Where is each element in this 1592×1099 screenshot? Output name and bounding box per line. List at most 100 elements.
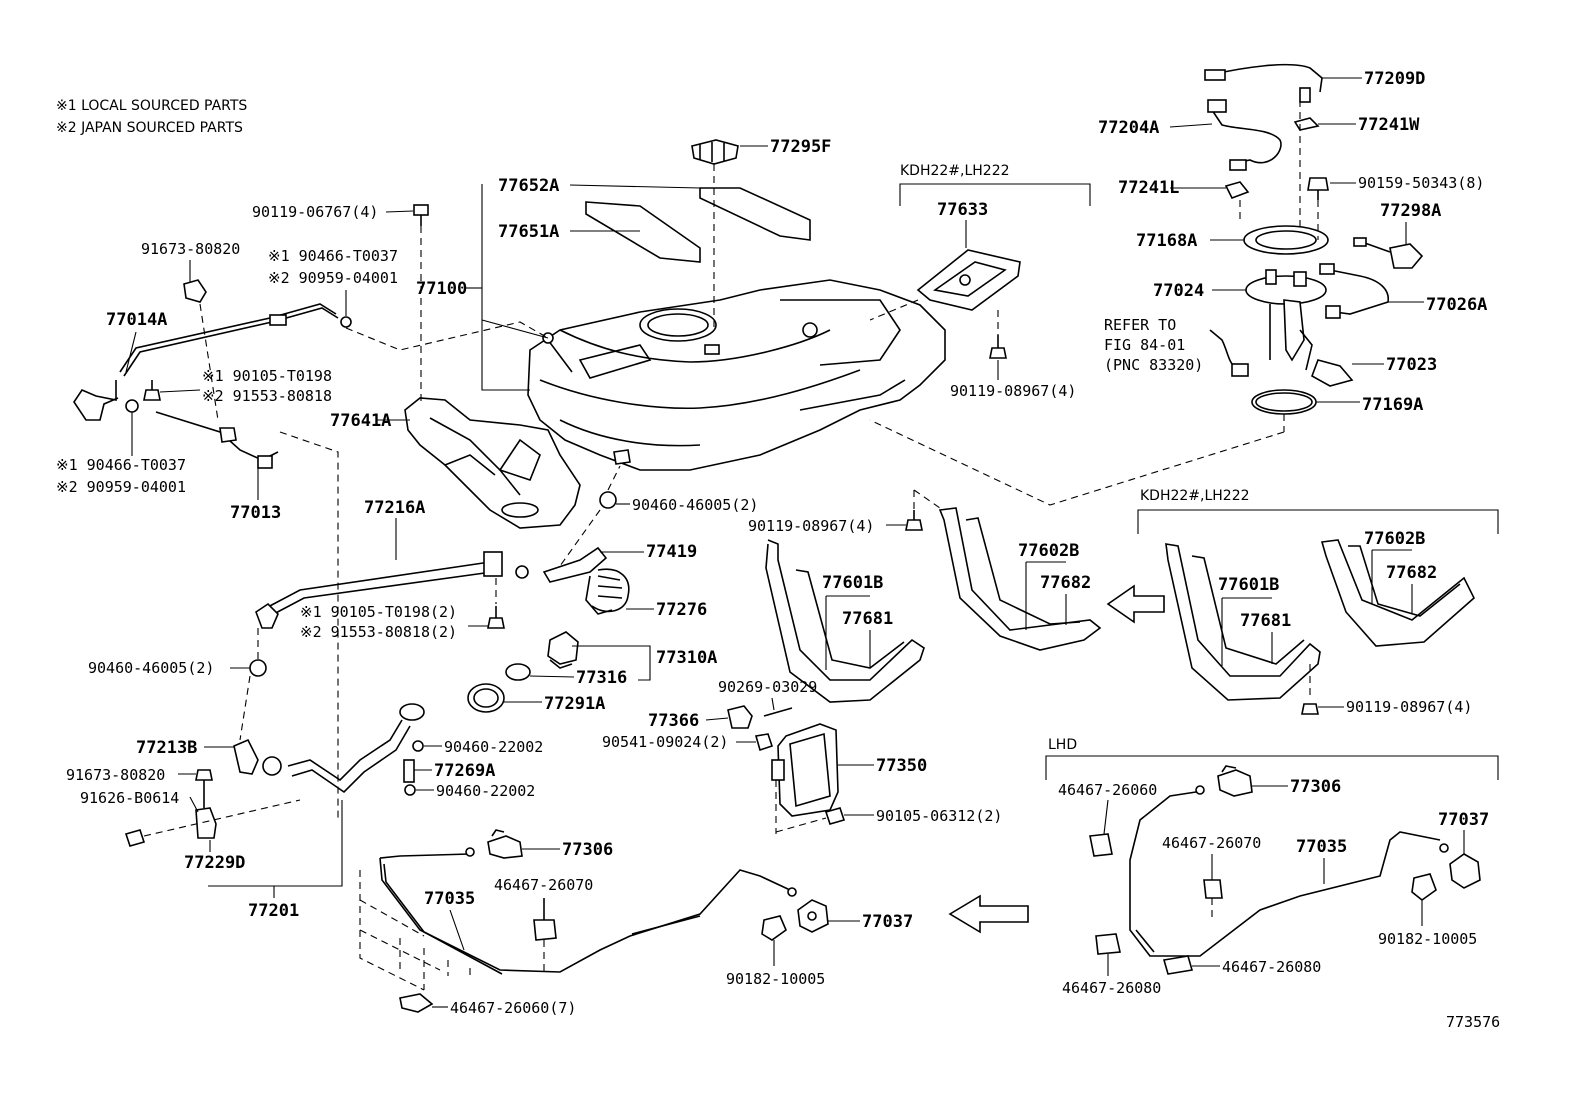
tank-straps-kdh (1165, 539, 1475, 715)
label-77633: 77633 (937, 200, 988, 220)
label-91673-80820-a: 91673-80820 (141, 240, 240, 258)
bolt-90119-08967-top (989, 335, 1007, 359)
drawing-number: 773576 (1446, 1013, 1500, 1031)
label-46467-26060-7: 46467-26060(7) (450, 999, 576, 1017)
label-77298a: 77298A (1380, 201, 1441, 221)
label-77641a: 77641A (330, 411, 391, 431)
insulator-77652a (699, 187, 811, 241)
label-77602b-a: 77602B (1018, 541, 1079, 561)
label-77216a: 77216A (364, 498, 425, 518)
label-77035-a: 77035 (424, 889, 475, 909)
filler-hoses (124, 449, 631, 847)
label-77241w: 77241W (1358, 115, 1420, 135)
label-77201: 77201 (248, 901, 299, 921)
label-90119-08967-a: 90119-08967(4) (950, 382, 1076, 400)
label-77037-b: 77037 (1438, 810, 1489, 830)
label-77024: 77024 (1153, 281, 1204, 301)
label-77100: 77100 (416, 279, 467, 299)
label-77350: 77350 (876, 756, 927, 776)
label-90119-06767: 90119-06767(4) (252, 203, 378, 221)
breather-lines (73, 279, 549, 820)
label-77651a: 77651A (498, 222, 559, 242)
label-90119-08967-c: 90119-08967(4) (1346, 698, 1472, 716)
label-90460-22002-b: 90460-22002 (436, 782, 535, 800)
note-local-sourced: ※1 LOCAL SOURCED PARTS (56, 98, 247, 114)
label-77209d: 77209D (1364, 69, 1425, 89)
label-77229d: 77229D (184, 853, 245, 873)
fuel-tank (527, 279, 946, 471)
label-90159-50343: 90159-50343(8) (1358, 174, 1484, 192)
label-91626-b0614: 91626-B0614 (80, 789, 179, 807)
label-77681-b: 77681 (1240, 611, 1291, 631)
group-kdh-strap: KDH22#,LH222 (1140, 488, 1250, 504)
label-77035-b: 77035 (1296, 837, 1347, 857)
cable-assembly-main (359, 829, 1029, 1013)
label-46467-26080-b: 46467-26080 (1062, 979, 1161, 997)
tank-protector (404, 397, 581, 529)
fuel-door-parts (727, 705, 846, 834)
refer-line-2: FIG 84-01 (1104, 336, 1185, 354)
label-90460-22002-a: 90460-22002 (444, 738, 543, 756)
label-91553-80818-a: ※2 91553-80818 (202, 387, 332, 405)
label-77602b-b: 77602B (1364, 529, 1425, 549)
note-japan-sourced: ※2 JAPAN SOURCED PARTS (56, 120, 243, 136)
label-77306-a: 77306 (562, 840, 613, 860)
label-77601b-b: 77601B (1218, 575, 1279, 595)
label-90959-04001-b: ※2 90959-04001 (56, 478, 186, 496)
label-90466-t0037-b: ※1 90466-T0037 (56, 456, 186, 474)
bolt-90119-06767 (413, 204, 429, 405)
label-91553-80818-b: ※2 91553-80818(2) (300, 623, 457, 641)
tank-straps-main (765, 489, 1165, 703)
part-77295f (691, 139, 739, 330)
label-77366: 77366 (648, 711, 699, 731)
label-77601b-a: 77601B (822, 573, 883, 593)
label-90105-06312: 90105-06312(2) (876, 807, 1002, 825)
label-77681-a: 77681 (842, 609, 893, 629)
label-90269-03029: 90269-03029 (718, 678, 817, 696)
label-77291a: 77291A (544, 694, 605, 714)
label-77682-b: 77682 (1386, 563, 1437, 583)
label-77276: 77276 (656, 600, 707, 620)
group-lhd: LHD (1048, 737, 1077, 753)
label-77169a: 77169A (1362, 395, 1423, 415)
label-77168a: 77168A (1136, 231, 1197, 251)
label-90182-10005-b: 90182-10005 (1378, 930, 1477, 948)
label-77682-a: 77682 (1040, 573, 1091, 593)
label-90182-10005-a: 90182-10005 (726, 970, 825, 988)
refer-line-3: (PNC 83320) (1104, 356, 1203, 374)
label-77269a: 77269A (434, 761, 495, 781)
label-77026a: 77026A (1426, 295, 1487, 315)
label-77295f: 77295F (770, 137, 831, 157)
label-46467-26070-a: 46467-26070 (494, 876, 593, 894)
label-77306-b: 77306 (1290, 777, 1341, 797)
label-90119-08967-b: 90119-08967(4) (748, 517, 874, 535)
label-77013: 77013 (230, 503, 281, 523)
label-77419: 77419 (646, 542, 697, 562)
label-46467-26060-b: 46467-26060 (1058, 781, 1157, 799)
label-90460-46005-a: 90460-46005(2) (632, 496, 758, 514)
label-77023: 77023 (1386, 355, 1437, 375)
label-77310a: 77310A (656, 648, 717, 668)
label-77316: 77316 (576, 668, 627, 688)
group-kdh-top: KDH22#,LH222 (900, 163, 1010, 179)
refer-line-1: REFER TO (1104, 316, 1176, 334)
label-90959-04001-a: ※2 90959-04001 (268, 269, 398, 287)
label-91673-80820-b: 91673-80820 (66, 766, 165, 784)
bracket-77633 (869, 249, 1021, 335)
label-77241l: 77241L (1118, 178, 1179, 198)
label-90105-t0198-a: ※1 90105-T0198 (202, 367, 332, 385)
cable-assembly-lhd (1089, 765, 1481, 975)
label-77014a: 77014A (106, 310, 167, 330)
label-77204a: 77204A (1098, 118, 1159, 138)
label-90105-t0198-b: ※1 90105-T0198(2) (300, 603, 457, 621)
label-90460-46005-b: 90460-46005(2) (88, 659, 214, 677)
label-90466-t0037-a: ※1 90466-T0037 (268, 247, 398, 265)
label-77213b: 77213B (136, 738, 197, 758)
insulator-77651a (585, 201, 701, 263)
label-46467-26070-b: 46467-26070 (1162, 834, 1261, 852)
label-90541-09024: 90541-09024(2) (602, 733, 728, 751)
label-77652a: 77652A (498, 176, 559, 196)
label-77037-a: 77037 (862, 912, 913, 932)
label-46467-26080-a: 46467-26080 (1222, 958, 1321, 976)
